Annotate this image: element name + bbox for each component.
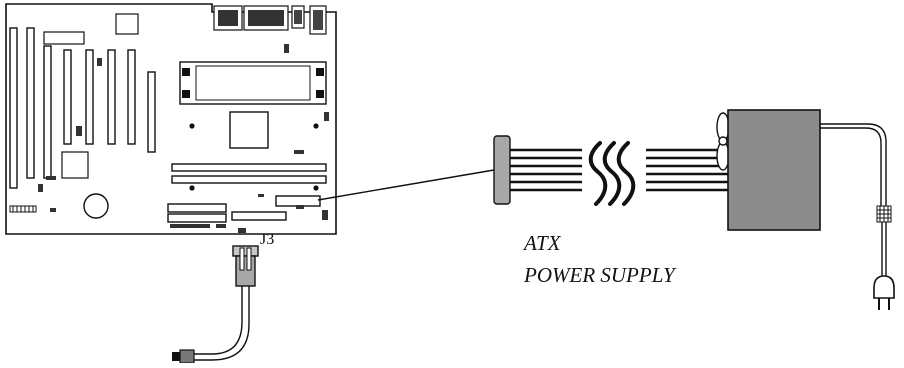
atx-plug-connector [493, 135, 511, 205]
cable-break-icon [588, 141, 636, 206]
connection-line [317, 169, 495, 201]
power-supply-icon [716, 109, 821, 231]
motherboard-icon [5, 3, 337, 235]
fan-icon [716, 112, 730, 171]
j3-connector [172, 245, 259, 364]
psu-label-line1: ATX [522, 231, 562, 255]
cable-bundle-left [510, 148, 582, 192]
j3-label: J3 [260, 231, 274, 248]
ac-plug-icon [820, 123, 895, 310]
psu-label-line2: POWER SUPPLY [523, 263, 677, 287]
cable-bundle-right [646, 148, 728, 192]
